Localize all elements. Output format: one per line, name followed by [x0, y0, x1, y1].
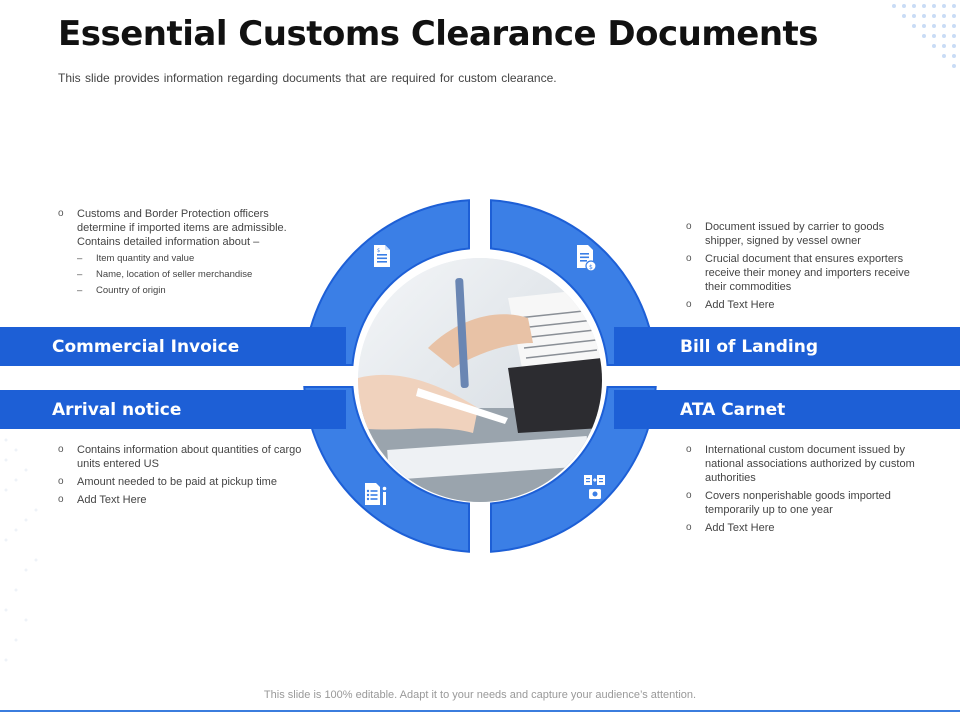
label-arrival-notice: Arrival notice [0, 390, 346, 429]
footer-note: This slide is 100% editable. Adapt it to… [263, 689, 697, 701]
page-subtitle: This slide provides information regardin… [58, 71, 557, 85]
list-info-icon [365, 483, 387, 505]
list-item: Item quantity and value [77, 252, 288, 265]
list-item: Covers nonperishable goods imported temp… [686, 489, 921, 517]
arrival-notice-label: Arrival notice [52, 399, 182, 420]
arrival-notice-details: Contains information about quantities of… [58, 443, 308, 511]
list-item: Name, location of seller merchandise [77, 268, 288, 281]
list-item: Amount needed to be paid at pickup time [58, 475, 308, 489]
list-item: Crucial document that ensures exporters … [686, 252, 916, 294]
handshake-document-photo [358, 258, 602, 502]
svg-text:$: $ [589, 264, 593, 271]
commercial-invoice-label: Commercial Invoice [52, 336, 240, 357]
decorative-dots-left [4, 438, 38, 662]
list-item: Add Text Here [686, 298, 916, 312]
label-ata-carnet: ATA Carnet [614, 390, 960, 429]
list-item: Country of origin [77, 284, 288, 297]
document-money-icon: $ [577, 245, 597, 272]
page-title: Essential Customs Clearance Documents [58, 14, 819, 54]
list-item: Add Text Here [58, 493, 308, 507]
ata-carnet-details: International custom document issued by … [686, 443, 921, 539]
decorative-dots [892, 4, 956, 68]
svg-text:$: $ [377, 248, 380, 254]
list-item: Add Text Here [686, 521, 921, 535]
list-item: Document issued by carrier to goods ship… [686, 220, 916, 248]
commercial-invoice-details: Customs and Border Protection officers d… [58, 207, 288, 301]
list-item: Contains information about quantities of… [58, 443, 308, 471]
label-commercial-invoice: Commercial Invoice [0, 327, 346, 366]
list-item: International custom document issued by … [686, 443, 921, 485]
ata-carnet-label: ATA Carnet [680, 399, 786, 420]
commercial-invoice-subpoints: Item quantity and value Name, location o… [77, 252, 288, 297]
bill-of-landing-label: Bill of Landing [680, 336, 819, 357]
list-item: Customs and Border Protection officers d… [58, 207, 288, 297]
bill-of-landing-details: Document issued by carrier to goods ship… [686, 220, 916, 316]
label-bill-of-landing: Bill of Landing [614, 327, 960, 366]
documents-exchange-icon [584, 475, 605, 499]
invoice-document-icon: $ [374, 245, 390, 267]
footer-divider [0, 710, 960, 712]
